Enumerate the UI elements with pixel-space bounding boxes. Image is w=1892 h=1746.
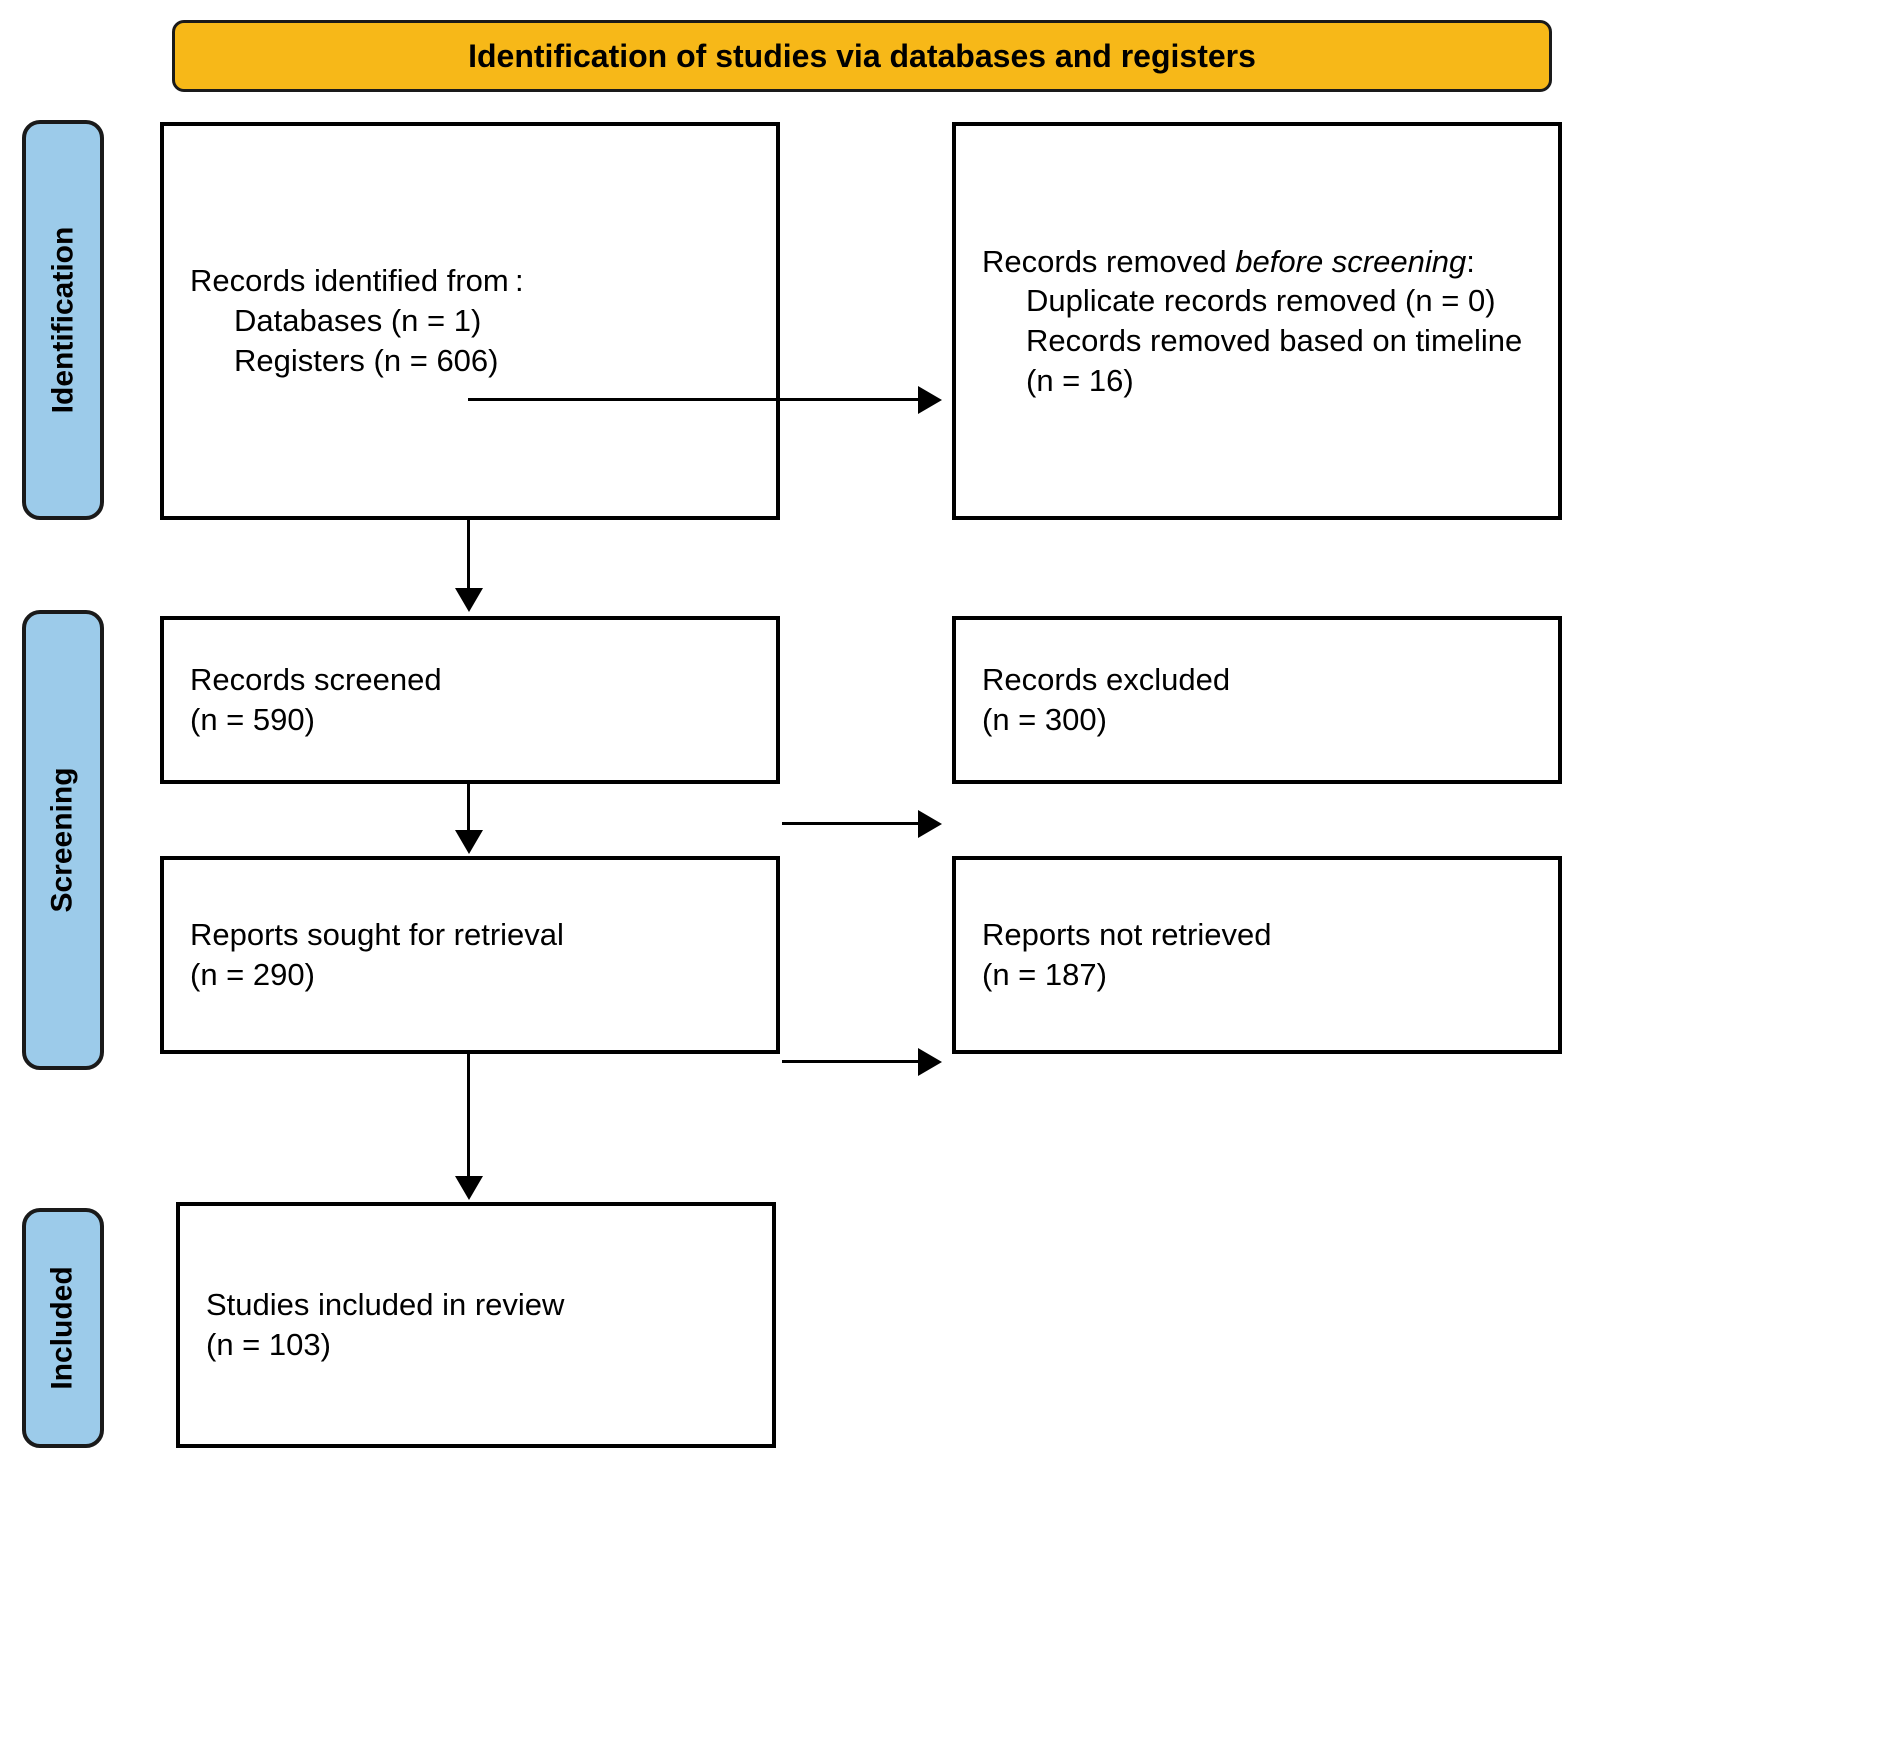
records-excluded-label: Records excluded xyxy=(982,662,1231,698)
records-excluded-count: (n = 300) xyxy=(982,702,1107,737)
diagram-title: Identification of studies via databases … xyxy=(468,37,1256,74)
connector-identified-to-screened-line xyxy=(467,520,470,590)
records-removed-duplicates: Duplicate records removed (n = 0) xyxy=(1026,283,1496,319)
connector-screened-to-sought-arrowhead-icon xyxy=(455,830,483,854)
connector-screened-to-excluded-arrowhead-icon xyxy=(918,810,942,838)
studies-included-count: (n = 103) xyxy=(206,1327,331,1362)
node-reports-sought: Reports sought for retrieval (n = 290) xyxy=(160,856,780,1054)
stage-label-included: Included xyxy=(22,1208,104,1448)
records-identified-heading: Records identified from : xyxy=(190,263,524,299)
connector-sought-to-included-arrowhead-icon xyxy=(455,1176,483,1200)
node-reports-not-retrieved: Reports not retrieved (n = 187) xyxy=(952,856,1562,1054)
records-removed-heading: Records removed before screening: xyxy=(982,242,1532,282)
records-removed-heading-prefix: Records removed xyxy=(982,243,1236,279)
node-records-excluded: Records excluded (n = 300) xyxy=(952,616,1562,784)
records-removed-heading-suffix: : xyxy=(1466,243,1475,279)
stage-label-screening-text: Screening xyxy=(46,767,79,913)
reports-sought-label: Reports sought for retrieval xyxy=(190,917,564,953)
connector-sought-to-not-retrieved-arrowhead-icon xyxy=(918,1048,942,1076)
node-records-removed-before-screening: Records removed before screening: Duplic… xyxy=(952,122,1562,520)
connector-screened-to-excluded-line xyxy=(782,822,920,825)
records-screened-label: Records screened xyxy=(190,662,442,698)
records-identified-databases: Databases (n = 1) xyxy=(234,303,482,339)
records-removed-timeline: Records removed based on timeline (n = 1… xyxy=(1026,323,1531,398)
connector-sought-to-included-line xyxy=(467,1054,470,1178)
studies-included-label: Studies included in review xyxy=(206,1287,565,1323)
connector-screened-to-sought-line xyxy=(467,784,470,832)
records-removed-heading-emphasis: before screening xyxy=(1235,243,1467,279)
diagram-title-banner: Identification of studies via databases … xyxy=(172,20,1552,92)
node-studies-included: Studies included in review (n = 103) xyxy=(176,1202,776,1448)
stage-label-identification: Identification xyxy=(22,120,104,520)
stage-label-included-text: Included xyxy=(46,1266,79,1390)
records-screened-count: (n = 590) xyxy=(190,702,315,737)
connector-identified-to-removed-line xyxy=(468,398,920,401)
connector-identified-to-removed-arrowhead-icon xyxy=(918,386,942,414)
reports-not-retrieved-label: Reports not retrieved xyxy=(982,917,1272,953)
reports-not-retrieved-count: (n = 187) xyxy=(982,957,1107,992)
connector-sought-to-not-retrieved-line xyxy=(782,1060,920,1063)
stage-label-screening: Screening xyxy=(22,610,104,1070)
reports-sought-count: (n = 290) xyxy=(190,957,315,992)
node-records-identified: Records identified from : Databases (n =… xyxy=(160,122,780,520)
node-records-screened: Records screened (n = 590) xyxy=(160,616,780,784)
connector-identified-to-screened-arrowhead-icon xyxy=(455,588,483,612)
records-identified-registers: Registers (n = 606) xyxy=(234,342,499,378)
stage-label-identification-text: Identification xyxy=(46,226,80,414)
